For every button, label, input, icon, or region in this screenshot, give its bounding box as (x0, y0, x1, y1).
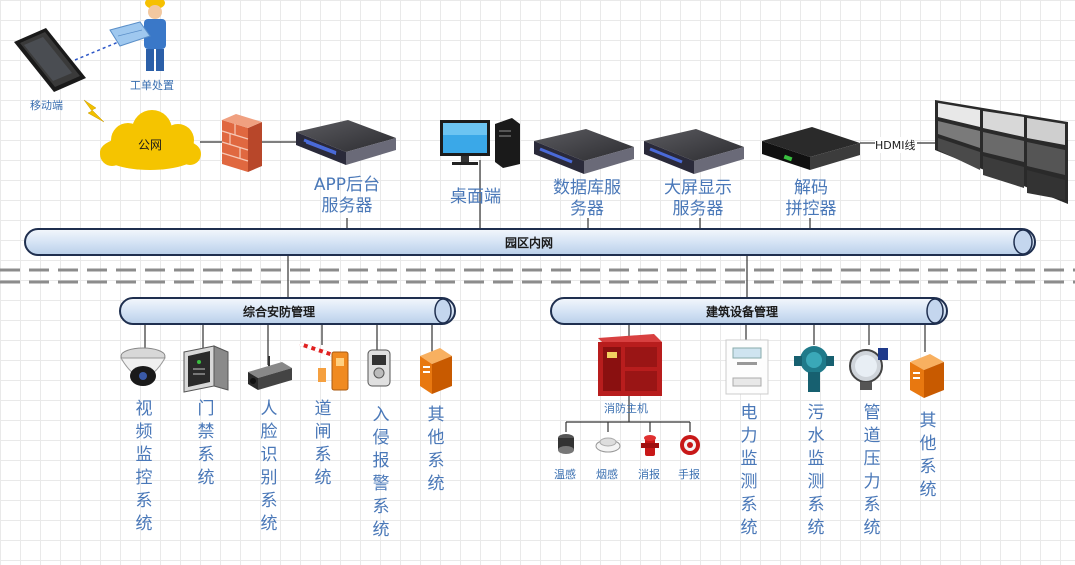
building-other-label: 其他系统 (919, 411, 937, 500)
decoder-icon (762, 127, 860, 170)
wireless-signal-icon (83, 99, 105, 123)
sewage-monitoring-label: 污水监测系统 (807, 403, 825, 538)
app-server-stripe (303, 138, 337, 155)
decoder-label: 解码 拼控器 (785, 178, 837, 219)
other-system-icon (420, 348, 452, 394)
hdmi-label: HDMI线 (875, 137, 916, 153)
face-recognition-camera-icon (248, 356, 292, 390)
access-control-label: 门禁系统 (197, 399, 215, 488)
smoke-detector-icon (595, 437, 621, 453)
pipe-pressure-icon (849, 348, 888, 390)
other-system-icon (910, 354, 944, 398)
fire-host-label: 消防主机 (604, 402, 648, 415)
worker-icon (109, 0, 166, 71)
manual-alarm-icon (680, 435, 700, 455)
campus-network-bus (24, 228, 1036, 256)
app-server-label: APP后台 服务器 (313, 175, 381, 216)
campus-network-label: 园区内网 (505, 236, 554, 250)
database-server-icon (534, 129, 634, 174)
display-server-icon (644, 129, 744, 174)
firewall-icon (221, 114, 262, 172)
temperature-sensor-icon (558, 434, 574, 454)
building-bus-end (926, 298, 944, 324)
separator-lines (0, 268, 1075, 284)
power-meter-icon (725, 339, 769, 395)
cloud-icon (100, 110, 201, 170)
manual-alarm-label: 手报 (678, 468, 700, 481)
fire-host-icon (598, 334, 662, 396)
temperature-sensor-label: 温感 (554, 468, 576, 481)
fire-hydrant-icon (641, 435, 659, 456)
desktop-label: 桌面端 (450, 187, 501, 207)
smoke-detector-label: 烟感 (596, 468, 618, 481)
mobile-label: 移动端 (30, 99, 63, 112)
worker-label: 工单处置 (130, 79, 174, 92)
security-management-bus (119, 297, 456, 325)
sewage-sensor-icon (794, 346, 834, 392)
video-wall-icon (935, 100, 1068, 204)
security-other-label: 其他系统 (427, 405, 445, 494)
mobile-phone-icon (14, 28, 86, 92)
pipe-pressure-label: 管道压力系统 (863, 403, 881, 538)
barrier-gate-label: 道闸系统 (314, 399, 332, 488)
barrier-gate-icon (299, 342, 349, 391)
access-control-icon (183, 345, 229, 393)
display-server-label: 大屏显示 服务器 (664, 178, 732, 219)
intrusion-alarm-icon (367, 349, 391, 387)
building-management-label: 建筑设备管理 (706, 305, 779, 319)
database-server-label: 数据库服 务器 (553, 178, 621, 219)
building-management-bus (550, 297, 948, 325)
video-surveillance-label: 视频监控系统 (135, 399, 153, 534)
dome-camera-icon (120, 347, 166, 386)
fire-hydrant-label: 消报 (638, 468, 660, 481)
security-management-label: 综合安防管理 (243, 305, 316, 319)
power-monitoring-label: 电力监测系统 (740, 403, 758, 538)
campus-bus-end (1013, 229, 1033, 255)
intrusion-alarm-label: 入侵报警系统 (372, 405, 390, 540)
connector-lines (144, 141, 935, 432)
security-bus-end (434, 298, 452, 324)
face-recognition-label: 人脸识别系统 (260, 399, 278, 534)
desktop-computer-icon (440, 118, 520, 168)
public-network-label: 公网 (138, 138, 163, 152)
